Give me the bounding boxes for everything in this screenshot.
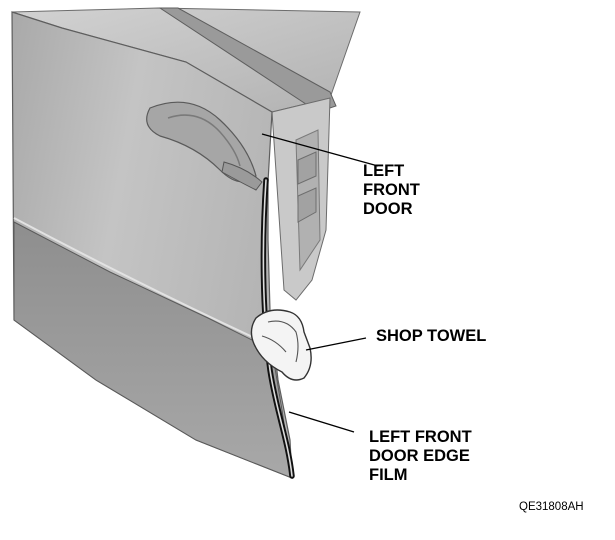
callout-shop-towel: SHOP TOWEL bbox=[376, 327, 487, 345]
door-handle-pocket bbox=[167, 114, 241, 167]
door-handle-grip bbox=[221, 161, 263, 191]
leader-line-door-edge-film bbox=[288, 411, 355, 433]
hinge-detail bbox=[297, 151, 317, 223]
shop-towel-fold bbox=[261, 320, 299, 363]
character-line bbox=[13, 217, 273, 347]
shop-towel bbox=[250, 309, 312, 381]
callout-door-edge-film: LEFT FRONT DOOR EDGE FILM bbox=[369, 428, 472, 484]
figure-id: QE31808AH bbox=[519, 501, 584, 513]
callout-left-front-door: LEFT FRONT DOOR bbox=[363, 162, 420, 218]
leader-line-shop-towel bbox=[305, 337, 367, 351]
leader-line-left-front-door bbox=[261, 133, 379, 167]
window-frame-strip bbox=[158, 7, 337, 113]
